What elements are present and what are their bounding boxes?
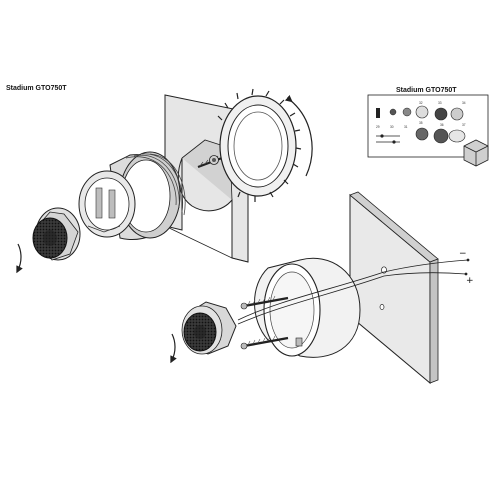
part-number: 36 — [440, 123, 444, 127]
part-number: 32 — [419, 101, 423, 105]
part-screw-icon — [376, 108, 380, 118]
part-number: 33 — [438, 101, 442, 105]
mounting-screw — [197, 155, 223, 169]
part-housing-icon — [450, 107, 464, 121]
part-number: 37 — [462, 123, 466, 127]
part-grille-icon — [434, 107, 448, 121]
part-cap-icon — [402, 107, 412, 117]
surface-mount-cup — [254, 257, 361, 358]
part-trim-icon — [448, 129, 466, 143]
twist-arrow-lower-icon — [170, 333, 177, 364]
part-number: 34 — [462, 101, 466, 105]
part-nut-icon — [415, 127, 429, 141]
tighten-arrow-icon — [284, 94, 313, 177]
wire-negative-label: − — [459, 249, 467, 259]
mount-hole — [379, 304, 385, 310]
part-connectors-icon — [376, 134, 400, 144]
package-box-icon — [463, 139, 489, 167]
left-model-label: Stadium GTO750T — [6, 85, 67, 92]
part-number: 31 — [404, 125, 408, 129]
panel-screws — [240, 295, 289, 350]
speaker-wires: − + — [237, 249, 474, 325]
part-number: 35 — [419, 121, 423, 125]
twist-arrow-upper-icon — [16, 243, 23, 274]
part-washer-icon — [389, 108, 397, 116]
tweeter-upper — [32, 207, 81, 261]
part-number: 29 — [376, 125, 380, 129]
inner-retainer-cup — [78, 170, 136, 238]
tweeter-lower — [181, 301, 237, 355]
wire-positive-label: + — [466, 276, 474, 286]
inset-model-label: Stadium GTO750T — [396, 87, 457, 94]
locking-nut-ring — [217, 88, 302, 202]
part-cup-icon — [433, 128, 449, 144]
flat-mounting-panel — [349, 191, 439, 385]
part-ring-icon — [415, 105, 429, 119]
part-number: 30 — [390, 125, 394, 129]
